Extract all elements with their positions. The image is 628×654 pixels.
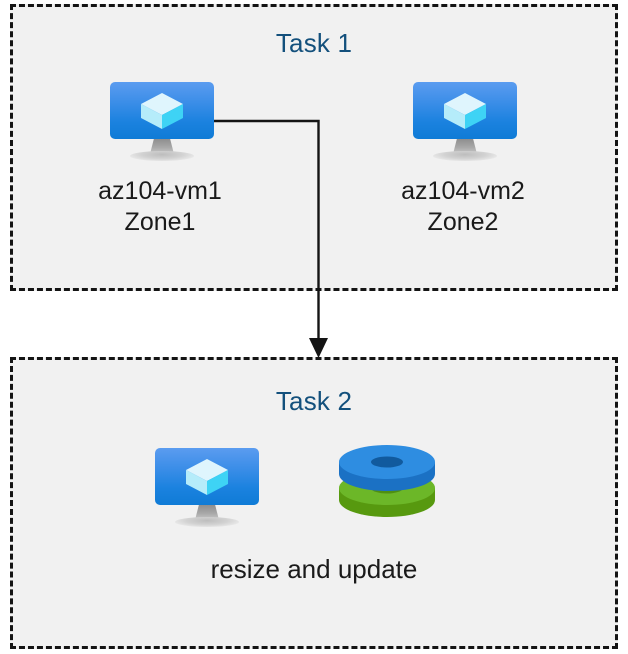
vm-stand-base [433,151,497,161]
task-2-container [10,357,618,649]
vm-stand-neck [453,139,477,154]
vm-stand-neck [150,139,174,154]
task-2-description: resize and update [210,554,418,584]
vm-stand-neck [195,505,219,520]
task-2-title: Task 2 [275,386,353,416]
virtual-machine-icon-task2[interactable] [155,448,259,527]
virtual-machine-icon-vm2[interactable] [413,82,517,161]
task-1-title: Task 1 [275,28,353,58]
vm-stand-base [175,517,239,527]
virtual-machine-icon-vm1[interactable] [110,82,214,161]
cube-glyph [141,93,183,129]
vm1-label: az104-vm1 Zone1 [98,177,222,236]
vm2-label: az104-vm2 Zone2 [401,177,525,236]
cube-glyph [186,459,228,495]
vm-stand-base [130,151,194,161]
managed-disks-icon[interactable] [337,443,437,527]
cube-glyph [444,93,486,129]
